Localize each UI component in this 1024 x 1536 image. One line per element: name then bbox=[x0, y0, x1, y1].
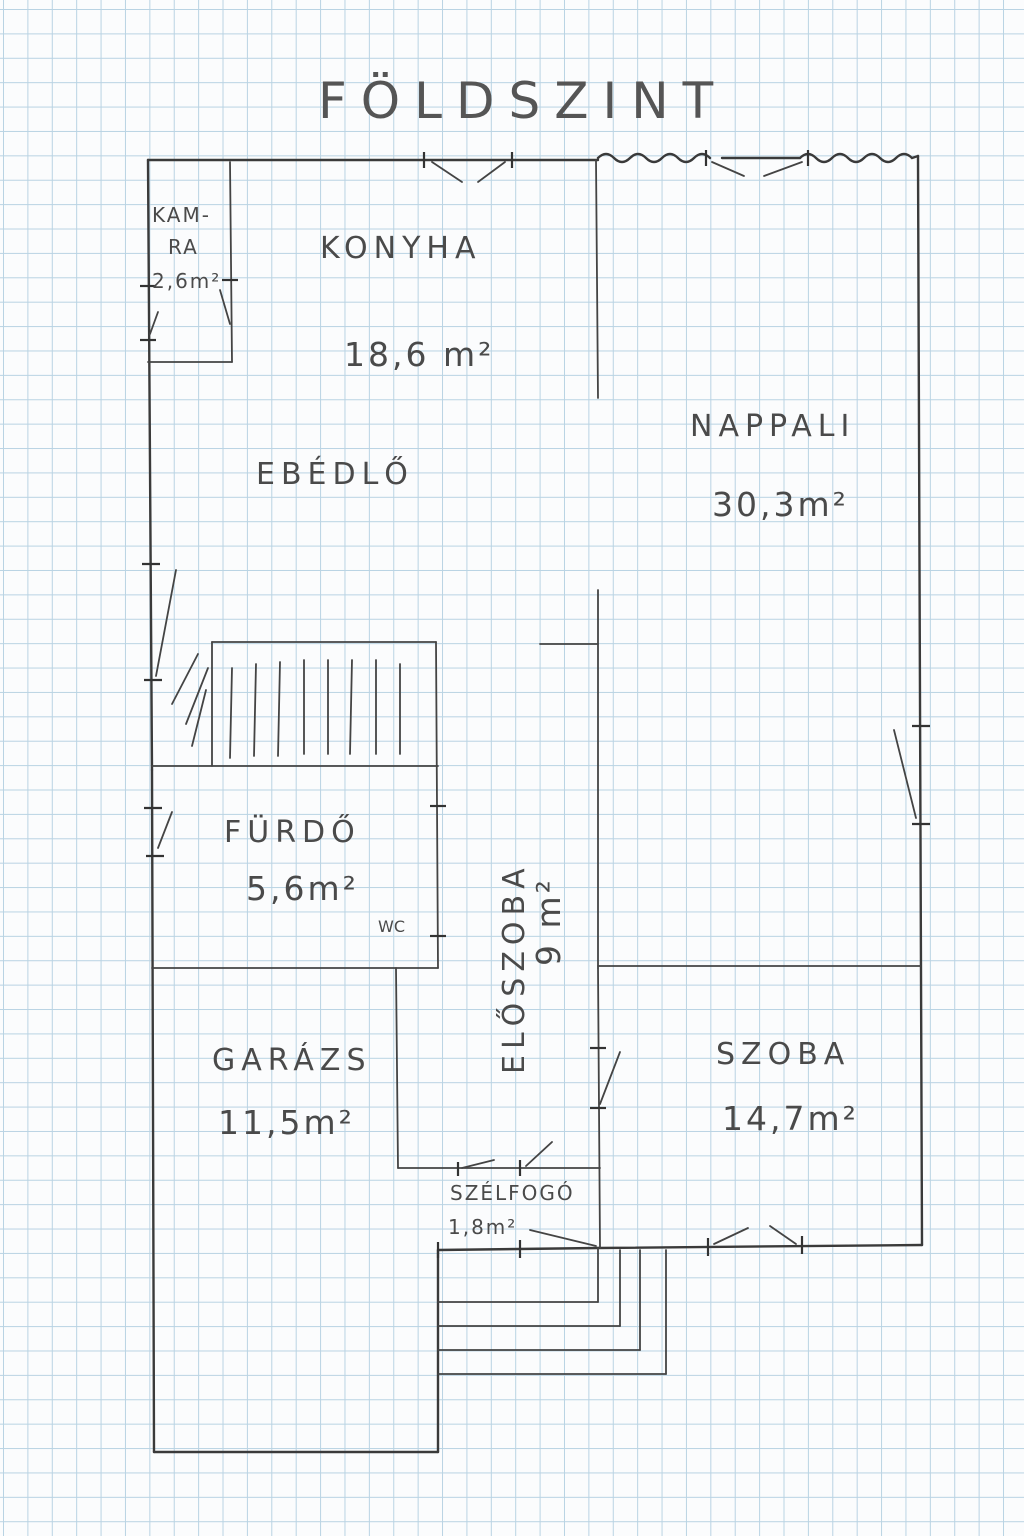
konyha-area: 18,6 m² bbox=[344, 335, 494, 374]
kamra-area: 2,6m² bbox=[152, 269, 221, 293]
furdo-area: 5,6m² bbox=[246, 869, 359, 908]
openings bbox=[140, 150, 930, 1258]
konyha-label: KONYHA bbox=[320, 231, 482, 266]
interior-walls bbox=[147, 159, 921, 1249]
kamra-label-2: RA bbox=[168, 235, 199, 259]
szelfogo-label: SZÉLFOGÓ bbox=[450, 1181, 575, 1205]
ebedlo-label: EBÉDLŐ bbox=[256, 455, 414, 492]
staircase bbox=[171, 641, 401, 767]
exterior-walls bbox=[146, 152, 924, 1454]
wc-label: WC bbox=[378, 917, 405, 936]
entrance-steps bbox=[437, 1247, 667, 1375]
nappali-area: 30,3m² bbox=[712, 485, 849, 524]
eloszoba-area: 9 m² bbox=[529, 877, 568, 966]
szoba-label: SZOBA bbox=[716, 1037, 850, 1072]
room-labels: KAM- RA 2,6m² KONYHA 18,6 m² EBÉDLŐ NAPP… bbox=[152, 203, 859, 1239]
kamra-label-1: KAM- bbox=[152, 203, 211, 227]
garazs-label: GARÁZS bbox=[212, 1042, 372, 1078]
nappali-label: NAPPALI bbox=[690, 409, 855, 444]
szoba-area: 14,7m² bbox=[722, 1099, 859, 1138]
eloszoba-label: ELŐSZOBA bbox=[495, 862, 532, 1074]
plan-title: FÖLDSZINT bbox=[318, 72, 727, 130]
garazs-area: 11,5m² bbox=[218, 1103, 355, 1142]
furdo-label: FÜRDŐ bbox=[224, 813, 361, 850]
szelfogo-area: 1,8m² bbox=[448, 1215, 517, 1239]
